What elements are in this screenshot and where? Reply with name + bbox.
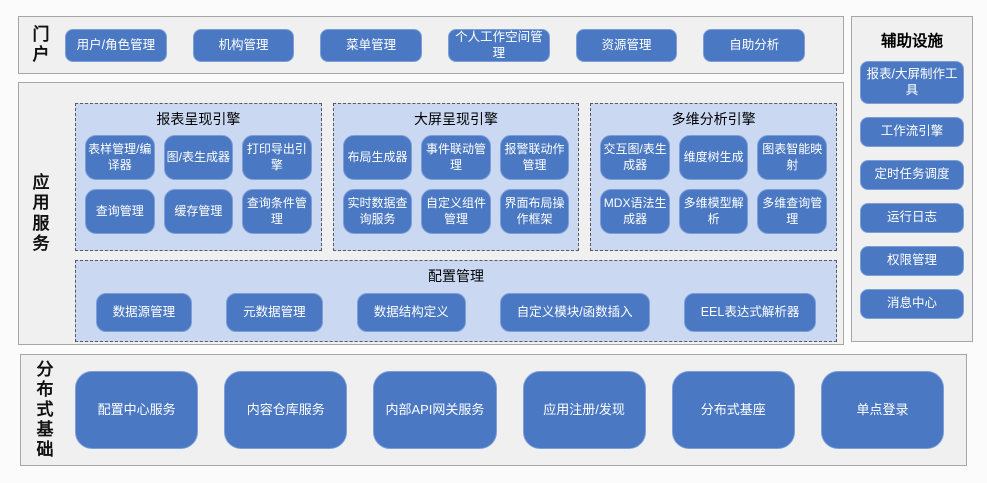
- engine-box-olap: 多维分析引擎 交互图/表生成器维度树生成图表智能映射 MDX语法生成器多维模型解析…: [590, 103, 838, 251]
- auxiliary-title: 辅助设施: [880, 33, 943, 50]
- auxiliary-button[interactable]: 运行日志: [860, 202, 964, 233]
- engine-item-button[interactable]: 报警联动作管理: [499, 135, 570, 180]
- engine-item-button[interactable]: 实时数据查询服务: [342, 189, 413, 234]
- portal-button[interactable]: 个人工作空间管理: [448, 28, 550, 62]
- auxiliary-buttons: 报表/大屏制作工具工作流引擎定时任务调度运行日志权限管理消息中心: [860, 61, 964, 319]
- config-items: 数据源管理元数据管理数据结构定义自定义模块/函数插入 EEL表达式解析器: [76, 289, 836, 332]
- engine-item-button[interactable]: 图表智能映射: [757, 135, 827, 180]
- auxiliary-button[interactable]: 定时任务调度: [860, 159, 964, 190]
- portal-button[interactable]: 自助分析: [703, 28, 806, 62]
- engine-item-button[interactable]: 图/表生成器: [163, 135, 234, 180]
- config-title: 配置管理: [428, 268, 484, 284]
- auxiliary-button[interactable]: 消息中心: [860, 288, 964, 319]
- config-item-button[interactable]: 自定义模块/函数插入: [499, 293, 650, 332]
- distributed-base-section: 分布式基础 配置中心服务内容仓库服务内部API网关服务应用注册/发现分布式基座单…: [20, 354, 967, 466]
- portal-button[interactable]: 用户/角色管理: [65, 28, 167, 62]
- engine-item-button[interactable]: 多维查询管理: [757, 189, 827, 234]
- engine-item-button[interactable]: 查询条件管理: [242, 189, 312, 234]
- engine-items: 布局生成器事件联动管理报警联动作管理实时数据查询服务自定义组件管理界面布局操作框…: [334, 132, 579, 234]
- engine-item-button[interactable]: 多维模型解析: [678, 189, 749, 234]
- config-item-button[interactable]: EEL表达式解析器: [683, 293, 817, 332]
- app-services-label: 应用服务: [32, 173, 50, 253]
- portal-button[interactable]: 资源管理: [575, 28, 678, 62]
- engine-title: 报表呈现引擎: [156, 111, 241, 127]
- engine-items: 表样管理/编译器图/表生成器打印导出引擎查询管理缓存管理查询条件管理: [76, 132, 321, 234]
- engine-box-dashboard: 大屏呈现引擎 布局生成器事件联动管理报警联动作管理实时数据查询服务自定义组件管理…: [332, 103, 580, 251]
- engine-item-button[interactable]: 打印导出引擎: [242, 135, 312, 180]
- engine-item-button[interactable]: 表样管理/编译器: [85, 135, 155, 180]
- engine-item-button[interactable]: 维度树生成: [678, 135, 749, 180]
- engine-title: 多维分析引擎: [671, 111, 756, 127]
- engine-row: 报表呈现引擎 表样管理/编译器图/表生成器打印导出引擎查询管理缓存管理查询条件管…: [75, 103, 838, 251]
- auxiliary-button[interactable]: 工作流引擎: [860, 116, 964, 147]
- config-management-box: 配置管理 数据源管理元数据管理数据结构定义自定义模块/函数插入 EEL表达式解析器: [75, 260, 837, 342]
- engine-title: 大屏呈现引擎: [414, 111, 498, 127]
- distributed-button[interactable]: 应用注册/发现: [522, 371, 646, 449]
- portal-button[interactable]: 菜单管理: [320, 28, 423, 62]
- distributed-button[interactable]: 内容仓库服务: [224, 371, 348, 449]
- auxiliary-button[interactable]: 权限管理: [860, 245, 964, 276]
- distributed-base-label: 分布式基础: [36, 359, 54, 460]
- engine-item-button[interactable]: 交互图/表生成器: [600, 135, 670, 180]
- distributed-button[interactable]: 分布式基座: [671, 371, 795, 449]
- engine-items: 交互图/表生成器维度树生成图表智能映射 MDX语法生成器多维模型解析多维查询管理: [591, 132, 836, 234]
- engine-item-button[interactable]: MDX语法生成器: [600, 189, 670, 234]
- distributed-buttons: 配置中心服务内容仓库服务内部API网关服务应用注册/发现分布式基座单点登录: [75, 371, 945, 449]
- distributed-button[interactable]: 单点登录: [820, 371, 945, 449]
- auxiliary-button[interactable]: 报表/大屏制作工具: [860, 61, 964, 104]
- config-item-button[interactable]: 数据源管理: [95, 293, 193, 332]
- engine-item-button[interactable]: 布局生成器: [342, 135, 413, 180]
- app-services-content: 报表呈现引擎 表样管理/编译器图/表生成器打印导出引擎查询管理缓存管理查询条件管…: [51, 83, 843, 344]
- portal-section: 门户 用户/角色管理机构管理菜单管理个人工作空间管理资源管理自助分析: [18, 16, 844, 74]
- distributed-button[interactable]: 内部API网关服务: [373, 371, 497, 449]
- auxiliary-section: 辅助设施 报表/大屏制作工具工作流引擎定时任务调度运行日志权限管理消息中心: [851, 16, 973, 342]
- engine-item-button[interactable]: 界面布局操作框架: [499, 189, 570, 234]
- app-services-section: 应用服务 报表呈现引擎 表样管理/编译器图/表生成器打印导出引擎查询管理缓存管理…: [18, 82, 844, 345]
- portal-buttons: 用户/角色管理机构管理菜单管理个人工作空间管理资源管理自助分析: [65, 28, 806, 62]
- config-item-button[interactable]: 数据结构定义: [356, 293, 466, 332]
- engine-item-button[interactable]: 查询管理: [85, 189, 155, 234]
- engine-item-button[interactable]: 事件联动管理: [421, 135, 491, 180]
- distributed-button[interactable]: 配置中心服务: [75, 371, 199, 449]
- config-item-button[interactable]: 元数据管理: [226, 293, 323, 332]
- portal-label: 门户: [32, 24, 50, 64]
- engine-item-button[interactable]: 自定义组件管理: [421, 189, 491, 234]
- engine-item-button[interactable]: 缓存管理: [163, 189, 234, 234]
- engine-box-report: 报表呈现引擎 表样管理/编译器图/表生成器打印导出引擎查询管理缓存管理查询条件管…: [75, 103, 322, 251]
- portal-button[interactable]: 机构管理: [192, 28, 295, 62]
